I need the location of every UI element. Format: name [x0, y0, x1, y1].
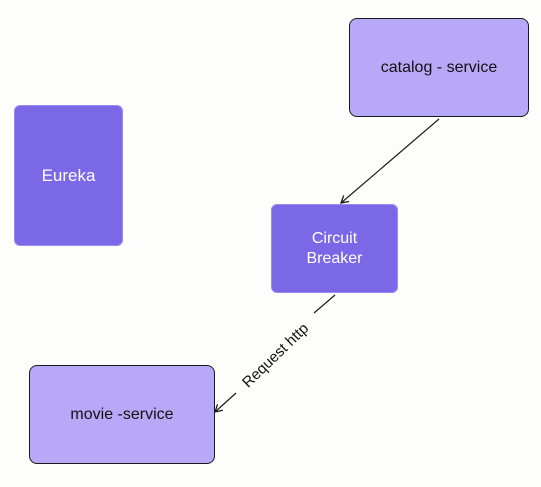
movie-service-label: movie -service — [70, 405, 174, 423]
circuit-breaker-label: Circuit Breaker — [306, 229, 362, 269]
eureka-node[interactable]: Eureka — [14, 105, 123, 246]
movie-service-node[interactable]: movie -service — [29, 365, 215, 464]
circuit-breaker-label-line2: Breaker — [306, 249, 363, 267]
catalog-service-node[interactable]: catalog - service — [349, 18, 529, 117]
eureka-label: Eureka — [41, 165, 96, 185]
edge-label-request-http: Request http — [239, 320, 312, 391]
edge-breaker-to-movie-upper — [313, 294, 336, 314]
catalog-service-label: catalog - service — [380, 58, 498, 76]
edge-catalog-to-breaker — [340, 118, 440, 204]
circuit-breaker-node[interactable]: Circuit Breaker — [271, 204, 398, 293]
edge-breaker-to-movie-lower — [214, 392, 237, 413]
circuit-breaker-label-line1: Circuit — [311, 229, 358, 247]
